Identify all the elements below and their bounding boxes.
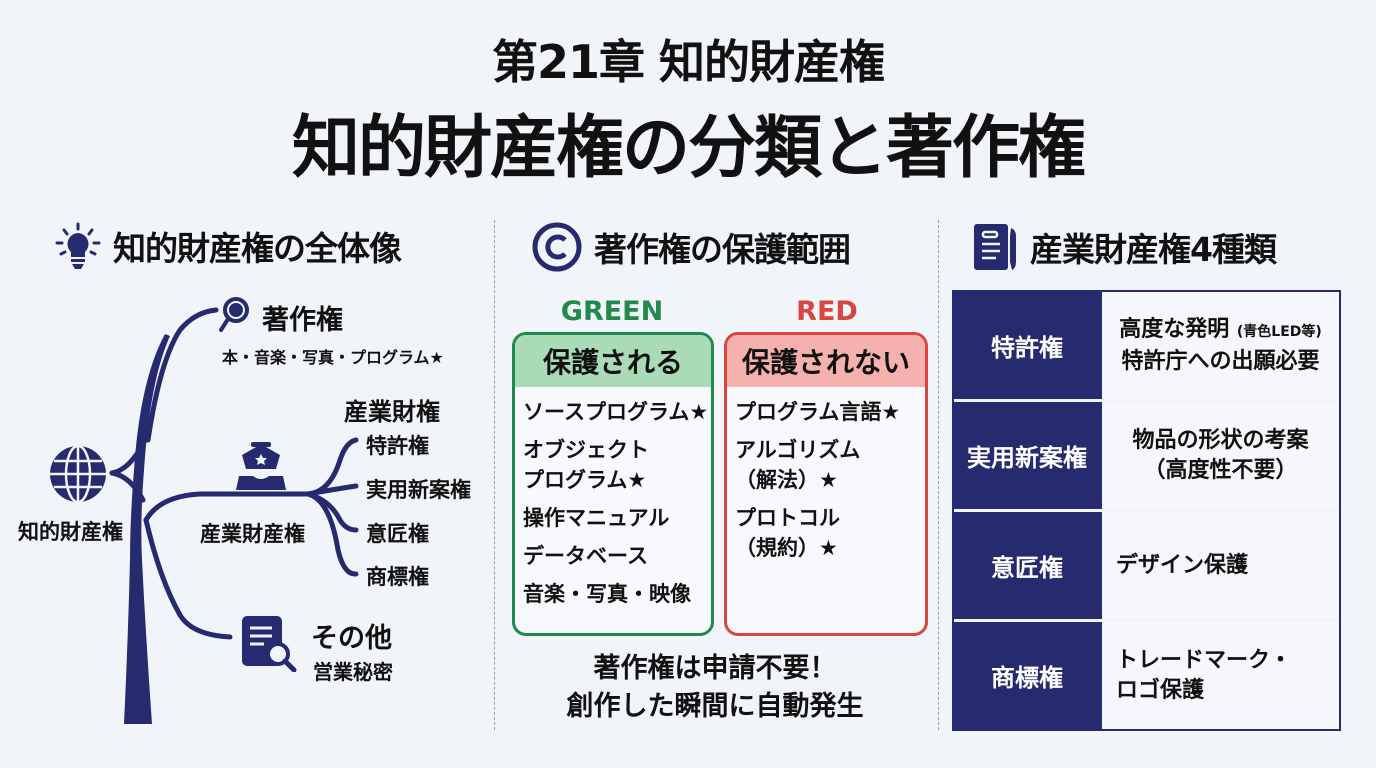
row-description: 物品の形状の考案 （高度性不要） bbox=[1100, 402, 1339, 509]
not-protected-item: プロトコル （規約）★ bbox=[735, 506, 840, 560]
table-row: 実用新案権 物品の形状の考案 （高度性不要） bbox=[954, 402, 1339, 512]
other-label: その他 bbox=[311, 623, 392, 654]
copyright-icon bbox=[532, 222, 582, 272]
lightbulb-icon bbox=[55, 222, 101, 269]
other-trade-secret: 営業秘密 bbox=[313, 660, 393, 684]
row-desc-line: トレードマーク・ bbox=[1116, 647, 1292, 673]
note-line-2: 創作した瞬間に自動発生 bbox=[566, 691, 864, 722]
industrial-child-design: 意匠権 bbox=[366, 522, 429, 546]
industrial-child-utility: 実用新案権 bbox=[366, 478, 471, 502]
row-name: 意匠権 bbox=[954, 512, 1100, 619]
section-title-copyright-scope: 著作権の保護範囲 bbox=[532, 222, 851, 272]
document-search-icon bbox=[242, 616, 297, 672]
industrial-rights-table: 特許権 高度な発明 (青色LED等) 特許庁への出願必要 実用新案権 物品の形状… bbox=[952, 290, 1341, 731]
row-desc-note: (青色LED等) bbox=[1236, 323, 1322, 340]
protected-item: 音楽・写真・映像 bbox=[523, 582, 691, 606]
protected-item: 操作マニュアル bbox=[523, 506, 670, 530]
row-desc-line: 特許庁への出願必要 bbox=[1121, 348, 1320, 374]
section-title-overview: 知的財産権の全体像 bbox=[55, 222, 402, 270]
protected-box: 保護される ソースプログラム★ オブジェクト プログラム★ 操作マニュアル デー… bbox=[512, 332, 714, 636]
row-description: トレードマーク・ ロゴ保護 bbox=[1100, 622, 1339, 729]
column-divider bbox=[494, 220, 495, 730]
document-pen-icon bbox=[974, 224, 1016, 270]
industrial-child-trademark: 商標権 bbox=[366, 565, 429, 589]
row-desc-line: デザイン保護 bbox=[1116, 552, 1249, 578]
protected-header: 保護される bbox=[515, 335, 711, 387]
protected-item: データベース bbox=[523, 544, 648, 568]
chapter-title: 第21章 知的財産権 bbox=[491, 35, 885, 89]
protected-item: ソースプログラム★ bbox=[523, 400, 709, 424]
not-protected-header: 保護されない bbox=[727, 335, 925, 387]
ip-tree-diagram bbox=[109, 307, 359, 724]
green-label: GREEN bbox=[560, 296, 664, 327]
section-title-industrial-types: 産業財産権4種類 bbox=[974, 222, 1277, 272]
row-name: 実用新案権 bbox=[954, 402, 1100, 509]
row-description: 高度な発明 (青色LED等) 特許庁への出願必要 bbox=[1100, 292, 1339, 399]
table-row: 商標権 トレードマーク・ ロゴ保護 bbox=[954, 622, 1339, 729]
row-name: 商標権 bbox=[954, 622, 1100, 729]
not-protected-item: アルゴリズム （解法）★ bbox=[735, 438, 861, 492]
globe-icon bbox=[50, 444, 106, 504]
page-title: 知的財産権の分類と著作権 bbox=[291, 109, 1086, 188]
row-description: デザイン保護 bbox=[1100, 512, 1339, 619]
section-title-text: 知的財産権の全体像 bbox=[113, 229, 402, 268]
not-protected-box: 保護されない プログラム言語★ アルゴリズム （解法）★ プロトコル （規約）★ bbox=[724, 332, 928, 636]
red-label: RED bbox=[796, 296, 858, 327]
section-title-text: 産業財産権4種類 bbox=[1030, 230, 1277, 269]
row-desc-line: ロゴ保護 bbox=[1116, 677, 1205, 703]
note-line-1: 著作権は申請不要！ bbox=[593, 653, 837, 684]
section-title-text: 著作権の保護範囲 bbox=[594, 230, 851, 269]
protected-item: オブジェクト プログラム★ bbox=[523, 438, 649, 492]
copyright-label: 著作権 bbox=[262, 305, 343, 336]
magnifier-icon bbox=[219, 297, 249, 332]
industry-icon bbox=[236, 442, 286, 490]
table-row: 特許権 高度な発明 (青色LED等) 特許庁への出願必要 bbox=[954, 292, 1339, 402]
not-protected-item: プログラム言語★ bbox=[735, 400, 901, 424]
industrial-child-patent: 特許権 bbox=[366, 434, 429, 458]
row-desc-line: 物品の形状の考案 bbox=[1132, 427, 1309, 453]
copyright-examples: 本・音楽・写真・プログラム★ bbox=[222, 348, 444, 367]
industrial-group-label: 産業財権 bbox=[344, 398, 440, 426]
copyright-note: 著作権は申請不要！ 創作した瞬間に自動発生 bbox=[495, 650, 935, 726]
root-label: 知的財産権 bbox=[18, 520, 123, 544]
industrial-label: 産業財産権 bbox=[200, 522, 305, 546]
row-desc-line: （高度性不要） bbox=[1143, 457, 1298, 483]
row-name: 特許権 bbox=[954, 292, 1100, 399]
row-desc-line: 高度な発明 bbox=[1119, 316, 1230, 342]
table-row: 意匠権 デザイン保護 bbox=[954, 512, 1339, 622]
column-divider bbox=[938, 220, 939, 730]
